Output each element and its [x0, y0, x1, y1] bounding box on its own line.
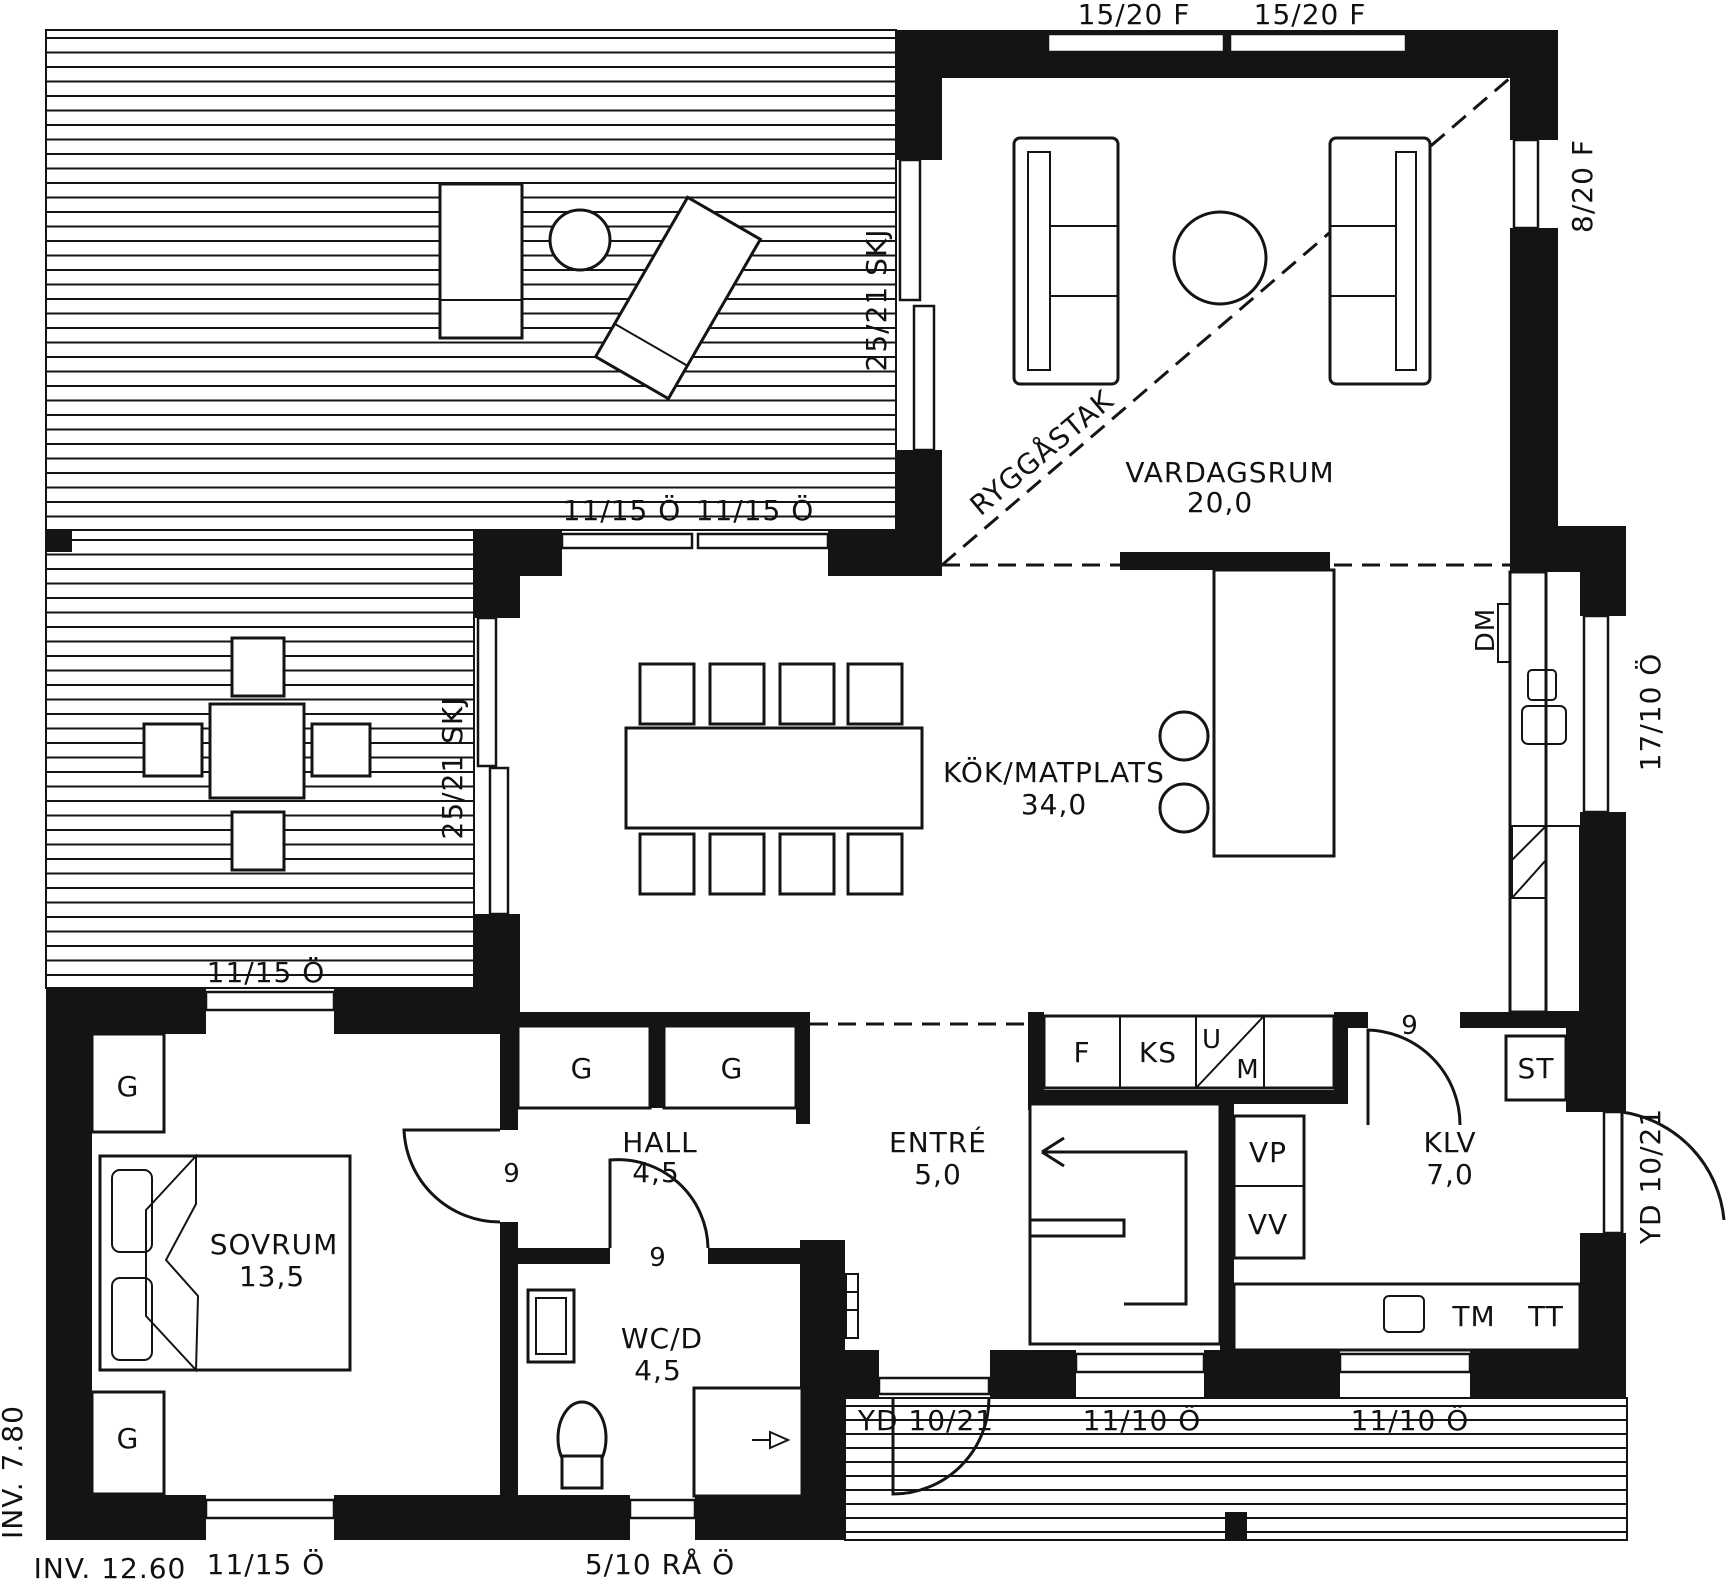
window-labels: 15/20 F 15/20 F 8/20 F 11/15 Ö 11/15 Ö 1… — [207, 0, 1667, 1581]
fixture-m: M — [1236, 1055, 1259, 1085]
room-name-entre: ENTRÉ — [889, 1125, 987, 1159]
fixture-st: ST — [1518, 1052, 1555, 1085]
room-area-vardagsrum: 20,0 — [1187, 486, 1253, 519]
fixture-tt: TT — [1527, 1300, 1564, 1333]
kitchen-counter — [1497, 570, 1581, 1014]
door-label-entrance: YD 10/21 — [857, 1404, 994, 1437]
room-area-entre: 5,0 — [914, 1158, 962, 1191]
window-label-top-2: 15/20 F — [1254, 0, 1367, 31]
wc-fixtures — [526, 1273, 859, 1498]
door-swings — [402, 1028, 1726, 1496]
dining-furniture — [624, 662, 924, 896]
closet-g-bed-top: G — [117, 1070, 140, 1103]
fixture-tm: TM — [1451, 1300, 1495, 1333]
window-label-wc-bottom: 5/10 RÅ Ö — [585, 1547, 735, 1581]
door-label-deck-slide: 25/21 SKJ — [436, 697, 469, 840]
room-name-hall: HALL — [622, 1126, 697, 1159]
terrace-left-outline — [45, 529, 475, 989]
room-name-wc: WC/D — [621, 1322, 703, 1355]
level-label-left: INV. 7.80 — [0, 1405, 29, 1539]
window-label-bottom-1: 11/10 Ö — [1083, 1403, 1202, 1437]
bedroom-furniture — [90, 1032, 352, 1496]
window-label-right-top: 8/20 F — [1566, 139, 1599, 233]
fixture-vv: VV — [1248, 1208, 1288, 1241]
closet-g-bed-bottom: G — [117, 1422, 140, 1455]
door-labels: 25/21 SKJ 25/21 SKJ YD 10/21 YD 10/21 — [436, 229, 1667, 1437]
room-name-vardagsrum: VARDAGSRUM — [1125, 456, 1334, 489]
door-number-hall: 9 — [503, 1159, 521, 1189]
fixture-labels: DM F KS U M ST VP VV TM TT G G G G 9 9 9 — [117, 608, 1564, 1455]
window-label-deck-left: 11/15 Ö — [207, 955, 326, 989]
fixture-ks: KS — [1139, 1036, 1177, 1069]
window-label-bottom-2: 11/10 Ö — [1351, 1403, 1470, 1437]
window-label-kitchen-right: 17/10 Ö — [1633, 653, 1667, 772]
closet-g-hall-2: G — [721, 1052, 744, 1085]
room-area-wc: 4,5 — [634, 1354, 682, 1387]
closet-g-hall-1: G — [571, 1052, 594, 1085]
window-label-terrace-1: 11/15 Ö — [563, 493, 682, 527]
room-name-sovrum: SOVRUM — [210, 1228, 339, 1261]
utility-fixtures — [1232, 1034, 1582, 1352]
door-number-klv: 9 — [1401, 1011, 1419, 1041]
stair — [1028, 1102, 1222, 1346]
hall-closets — [516, 1024, 798, 1110]
appliance-row — [1042, 1014, 1336, 1090]
interior-walls — [500, 552, 1580, 1540]
room-area-klv: 7,0 — [1426, 1158, 1474, 1191]
window-label-terrace-2: 11/15 Ö — [696, 493, 815, 527]
window-label-bedroom-bottom: 11/15 Ö — [207, 1547, 326, 1581]
patio-dining-set — [142, 636, 372, 872]
room-name-klv: KLV — [1423, 1126, 1476, 1159]
room-labels: VARDAGSRUM 20,0 KÖK/MATPLATS 34,0 SOVRUM… — [210, 456, 1476, 1387]
door-number-wc: 9 — [649, 1243, 667, 1273]
kitchen-island — [1158, 568, 1336, 858]
fixture-dm: DM — [1471, 608, 1501, 652]
room-area-hall: 4,5 — [632, 1156, 680, 1189]
room-area-sovrum: 13,5 — [239, 1260, 305, 1293]
windows — [204, 32, 1624, 1520]
door-label-utility: YD 10/21 — [1634, 1108, 1667, 1245]
fixture-f: F — [1073, 1036, 1090, 1069]
terrace-furniture — [438, 182, 763, 401]
fixture-u: U — [1202, 1025, 1222, 1055]
living-furniture — [1012, 136, 1432, 386]
roof-label: RYGGÅSTAK — [963, 383, 1120, 523]
fixture-vp: VP — [1249, 1136, 1287, 1169]
room-name-kok: KÖK/MATPLATS — [943, 755, 1165, 789]
level-label-bottom: INV. 12.60 — [34, 1552, 187, 1583]
room-area-kok: 34,0 — [1021, 788, 1087, 821]
door-label-terrace-slide: 25/21 SKJ — [860, 229, 893, 372]
window-label-top-1: 15/20 F — [1078, 0, 1191, 31]
